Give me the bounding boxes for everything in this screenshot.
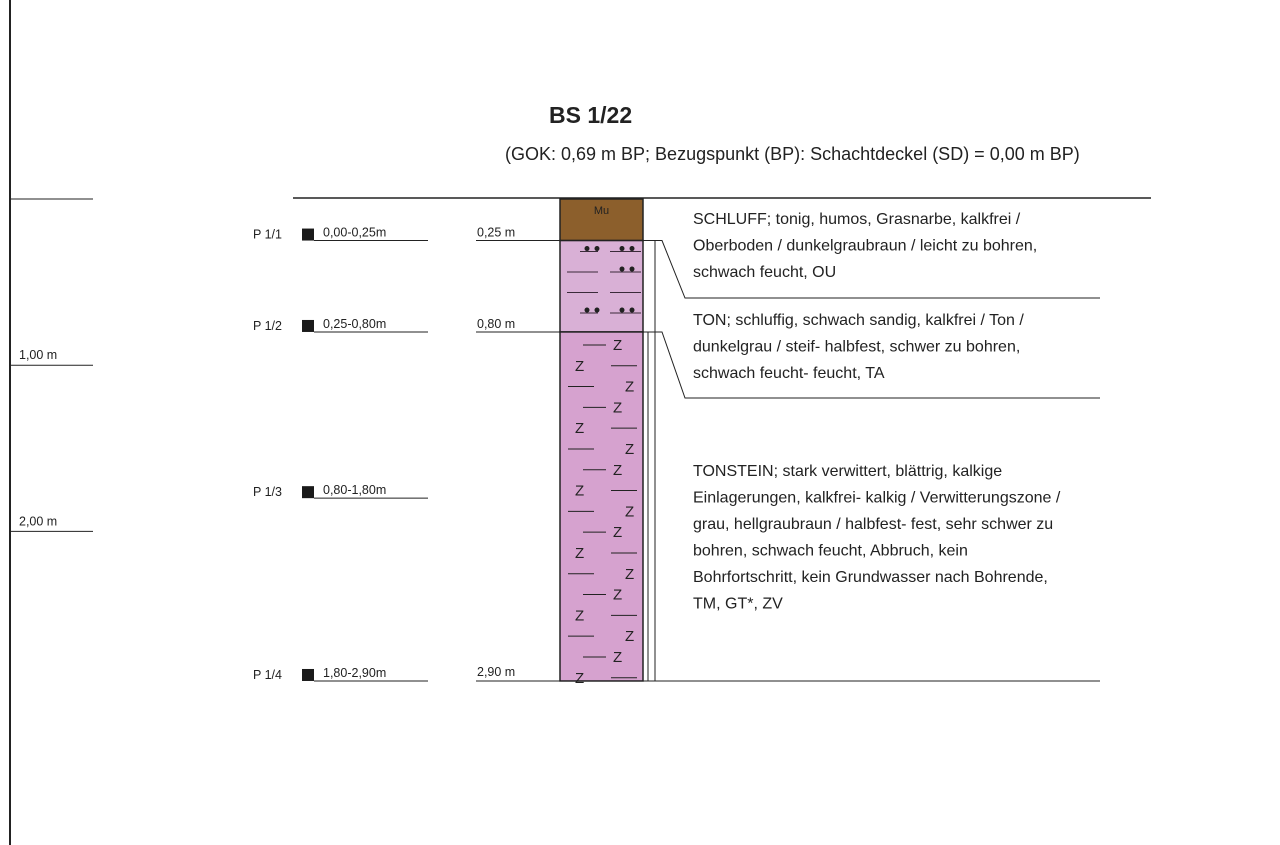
sample-range: 0,25-0,80m (323, 317, 386, 331)
pattern-dot (629, 246, 635, 252)
pattern-z: Z (613, 524, 622, 541)
pattern-dot (629, 266, 635, 272)
layer-descriptions: SCHLUFF; tonig, humos, Grasnarbe, kalkfr… (643, 211, 1100, 613)
sample-list: P 1/1 0,00-0,25m P 1/2 0,25-0,80m P 1/3 0,80-… (253, 226, 428, 682)
depth-scale: 1,00 m 2,00 m (10, 348, 93, 532)
layer-description-line: dunkelgrau / steif- halbfest, schwer zu … (693, 339, 1020, 356)
pattern-dot (584, 307, 590, 313)
pattern-z: Z (625, 566, 634, 583)
layer-fill (559, 198, 644, 242)
scale-label: 1,00 m (19, 348, 57, 362)
description-connector (643, 331, 1100, 399)
pattern-dot (584, 246, 590, 252)
sample-range: 0,00-0,25m (323, 226, 386, 240)
final-depth-label: 2,90 m (477, 665, 515, 679)
pattern-z: Z (575, 607, 584, 624)
layer-description-line: Oberboden / dunkelgraubraun / leicht zu … (693, 238, 1037, 255)
sample-marker-icon (302, 228, 314, 241)
layer-description-line: grau, hellgraubraun / halbfest- fest, se… (693, 516, 1053, 533)
pattern-z: Z (575, 545, 584, 562)
pattern-dot (619, 246, 625, 252)
layer-description-line: TONSTEIN; stark verwittert, blättrig, ka… (693, 463, 1002, 480)
pattern-z: Z (575, 670, 584, 687)
description-connector (643, 240, 1100, 299)
pattern-z: Z (613, 462, 622, 479)
layer-symbol: Mu (594, 205, 609, 217)
depth-label: 0,80 m (477, 317, 515, 331)
layer-description-line: Einlagerungen, kalkfrei- kalkig / Verwit… (693, 490, 1061, 507)
sample-range: 0,80-1,80m (323, 483, 386, 497)
layer-description-line: bohren, schwach feucht, Abbruch, kein (693, 543, 968, 560)
layer-fill (559, 239, 644, 333)
scale-label: 2,00 m (19, 514, 57, 528)
pattern-z: Z (625, 379, 634, 396)
pattern-z: Z (575, 483, 584, 500)
pattern-dot (594, 246, 600, 252)
sample-id: P 1/3 (253, 485, 282, 499)
layer-description-line: schwach feucht- feucht, TA (693, 365, 885, 382)
pattern-z: Z (575, 420, 584, 437)
sample-marker-icon (302, 668, 314, 681)
pattern-z: Z (625, 503, 634, 520)
depth-label: 0,25 m (477, 226, 515, 240)
sample-marker-icon (302, 319, 314, 332)
layer-description-line: TON; schluffig, schwach sandig, kalkfrei… (693, 312, 1024, 329)
pattern-dot (619, 266, 625, 272)
layer-description-line: SCHLUFF; tonig, humos, Grasnarbe, kalkfr… (693, 211, 1021, 228)
pattern-z: Z (613, 399, 622, 416)
pattern-z: Z (625, 441, 634, 458)
sample-range: 1,80-2,90m (323, 666, 386, 680)
pattern-z: Z (625, 628, 634, 645)
pattern-dot (629, 307, 635, 313)
layer-description-line: schwach feucht, OU (693, 264, 836, 281)
pattern-z: Z (613, 337, 622, 354)
pattern-dot (594, 307, 600, 313)
pattern-z: Z (613, 587, 622, 604)
pattern-z: Z (613, 649, 622, 666)
pattern-dot (619, 307, 625, 313)
log-subtitle: (GOK: 0,69 m BP; Bezugspunkt (BP): Schac… (505, 144, 1080, 164)
sample-id: P 1/2 (253, 319, 282, 333)
sample-id: P 1/1 (253, 228, 282, 242)
sample-id: P 1/4 (253, 668, 282, 682)
layer-description-line: Bohrfortschritt, kein Grundwasser nach B… (693, 569, 1048, 586)
log-title: BS 1/22 (549, 102, 632, 128)
sample-marker-icon (302, 486, 314, 499)
layer-description-line: TM, GT*, ZV (693, 596, 783, 613)
pattern-z: Z (575, 358, 584, 375)
layer-fill (559, 331, 644, 682)
